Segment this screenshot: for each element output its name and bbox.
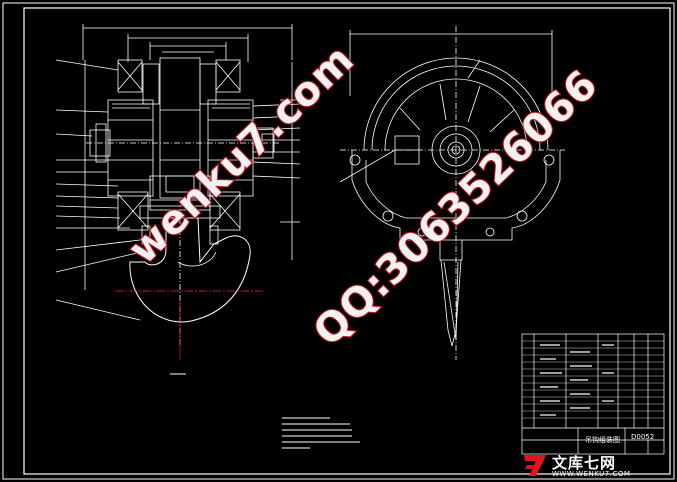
- technical-notes: [282, 417, 360, 449]
- brand-seven-icon: [524, 455, 546, 476]
- title-block-name: 吊钩组装图: [585, 436, 620, 444]
- title-block-code: D0052: [631, 433, 655, 441]
- brand-cn-text: 文库七网: [552, 454, 617, 472]
- parts-list-rows: [522, 340, 664, 419]
- brand-logo: 文库七网 WWW.WENKU7.COM: [522, 452, 674, 480]
- section-view: [55, 24, 301, 345]
- parts-list: [521, 333, 665, 455]
- brand-en-text: WWW.WENKU7.COM: [552, 470, 631, 478]
- end-view: [339, 26, 565, 360]
- inner-frame: [23, 7, 671, 475]
